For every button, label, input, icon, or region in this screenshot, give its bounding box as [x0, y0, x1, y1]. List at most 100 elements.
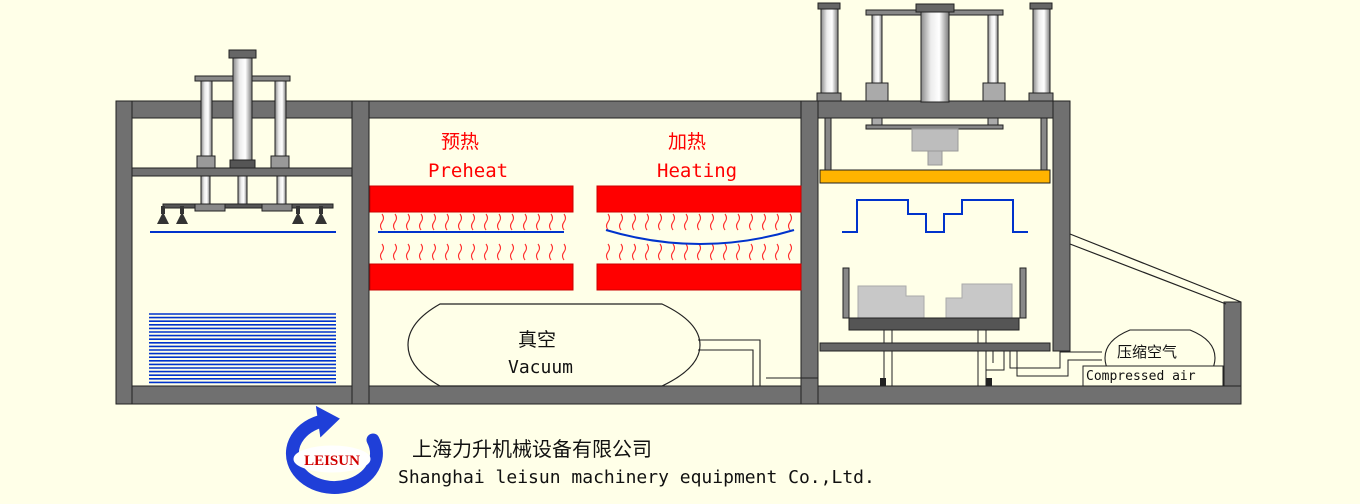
heat-wave: [392, 243, 398, 261]
heat-wave: [631, 243, 637, 261]
heating-lower-heater: [596, 263, 802, 291]
heat-wave: [509, 243, 515, 261]
heat-wave: [631, 213, 637, 231]
exit-slope-inner: [1069, 243, 1227, 305]
heat-wave: [696, 213, 702, 231]
heat-wave: [657, 243, 663, 261]
frame-tail: [1223, 301, 1242, 387]
vacuum-label-en: Vacuum: [508, 357, 574, 378]
frame-base: [115, 385, 1242, 405]
press-side-cylinder-right: [1032, 8, 1051, 94]
machine-frame: [115, 100, 1242, 405]
suction-cups: [157, 206, 327, 224]
heat-wave: [431, 243, 437, 261]
loading-station: [149, 49, 336, 384]
heat-wave: [709, 213, 715, 231]
heat-wave: [748, 213, 754, 231]
heat-wave: [522, 213, 528, 231]
preheat-label-cn: 预热: [441, 131, 480, 153]
heat-wave: [670, 213, 676, 231]
lower-platen: [848, 317, 1020, 331]
heat-wave: [683, 213, 689, 231]
heating-label-en: Heating: [657, 160, 738, 182]
leisun-logo: LEISUN: [285, 405, 383, 494]
heat-wave: [418, 213, 424, 231]
company-name-en: Shanghai leisun machinery equipment Co.,…: [398, 467, 875, 488]
sheet-stack: [149, 313, 336, 384]
loader-guide-right: [274, 80, 287, 162]
air-pipe: [1009, 351, 1102, 377]
heat-wave: [405, 243, 411, 261]
frame-top-beam: [115, 100, 1071, 119]
mold-left: [857, 285, 925, 319]
heat-wave: [670, 243, 676, 261]
heat-wave: [548, 213, 554, 231]
heat-wave: [605, 243, 611, 261]
heat-wave: [509, 213, 515, 231]
heat-wave: [418, 243, 424, 261]
heat-wave: [444, 213, 450, 231]
heat-wave: [696, 243, 702, 261]
heat-wave: [605, 213, 611, 231]
heat-wave: [496, 243, 502, 261]
heat-wave: [483, 243, 489, 261]
heat-wave: [522, 243, 528, 261]
frame-left-wall: [115, 100, 133, 405]
heat-wave: [535, 243, 541, 261]
heat-wave: [496, 213, 502, 231]
heat-wave: [457, 213, 463, 231]
press-side-cylinder-left: [820, 8, 839, 94]
press-main-cylinder: [920, 11, 950, 103]
loader-guide-left: [200, 80, 213, 162]
vacuum-pipe: [698, 339, 761, 386]
frame-divider-1: [351, 100, 370, 405]
vacuum-tank: [407, 303, 701, 387]
heat-wave: [561, 243, 567, 261]
company-name-cn: 上海力升机械设备有限公司: [412, 437, 652, 461]
heat-wave: [787, 213, 793, 231]
logo-text: LEISUN: [304, 453, 360, 469]
heat-wave: [787, 243, 793, 261]
heat-wave: [735, 243, 741, 261]
heat-wave: [644, 213, 650, 231]
preheat-lower-heater: [369, 263, 574, 291]
suction-frame: [162, 203, 334, 209]
air-label-en: Compressed air: [1086, 369, 1196, 384]
heating-sheet: [605, 229, 795, 245]
heat-wave: [431, 213, 437, 231]
loader-cap: [228, 49, 257, 59]
heating-upper-heater: [596, 185, 802, 213]
heating-label-cn: 加热: [668, 131, 707, 153]
exit-slope: [1069, 233, 1242, 303]
heat-wave: [483, 213, 489, 231]
heat-wave: [444, 243, 450, 261]
preheat-upper-heater: [369, 185, 574, 213]
heat-wave: [735, 213, 741, 231]
heat-wave: [748, 243, 754, 261]
heat-wave: [618, 243, 624, 261]
frame-right-wall: [1052, 100, 1071, 352]
forming-station: [766, 2, 1224, 387]
heat-wave: [561, 213, 567, 231]
formed-sheet: [842, 199, 1028, 233]
heat-wave: [457, 243, 463, 261]
heat-wave: [618, 213, 624, 231]
heat-wave: [470, 243, 476, 261]
heat-waves: [379, 213, 793, 261]
mold-right: [945, 283, 1013, 319]
vacuum-label-cn: 真空: [518, 329, 557, 351]
heat-wave: [722, 213, 728, 231]
heat-wave: [470, 213, 476, 231]
air-label-cn: 压缩空气: [1117, 343, 1178, 361]
heat-wave: [644, 243, 650, 261]
loader-main-cylinder: [232, 57, 253, 169]
heat-wave: [379, 243, 385, 261]
preheat-label-en: Preheat: [428, 160, 509, 182]
heat-wave: [774, 243, 780, 261]
upper-platen: [819, 169, 1051, 184]
mold-base: [819, 342, 1051, 352]
heat-wave: [722, 243, 728, 261]
heat-wave: [405, 213, 411, 231]
heating-station: [369, 185, 802, 387]
